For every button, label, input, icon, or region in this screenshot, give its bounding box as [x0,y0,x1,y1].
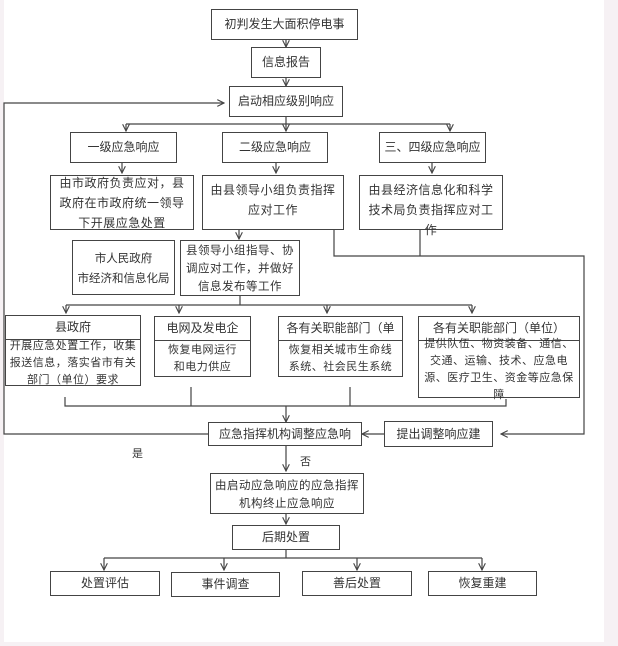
node-dept1-header: 各有关职能部门（单 [279,317,402,341]
node-activate-text: 启动相应级别响应 [237,94,334,108]
line-yes-loop [3,103,224,435]
node-county-gov-body: 开展应急处置工作，收集报送信息，落实省市有关部门（单位）要求 [6,338,140,386]
node-start-text: 初判发生大面积停电事 [224,17,345,31]
node-investigate: 事件调查 [171,572,280,597]
node-level34-desc-text: 由县经济信息化和科学技术局负责指挥应对工作 [368,183,494,237]
node-dept1-body-text: 恢复相关城市生命线系统、社会民生系统 [288,343,393,373]
line-rail-right [333,230,585,434]
node-county-group-text: 县领导小组指导、协调应对工作，并做好信息发布等工作 [186,243,294,293]
node-terminate: 由启动应急响应的应急指挥机构终止应急响应 [210,473,364,514]
node-grid-body: 恢复电网运行和电力供应 [155,340,250,376]
node-propose-text: 提出调整响应建 [396,426,481,441]
node-level1: 一级应急响应 [70,132,177,163]
node-adjust-text: 应急指挥机构调整应急响 [218,426,351,441]
node-level1-text: 一级应急响应 [87,140,160,154]
node-rebuild-text: 恢复重建 [458,576,507,590]
node-city-gov-text: 市人民政府 市经济和信息化局 [77,250,170,285]
node-level34-desc: 由县经济信息化和科学技术局负责指挥应对工作 [359,175,503,237]
node-dept1-body: 恢复相关城市生命线系统、社会民生系统 [279,340,402,376]
node-county-group: 县领导小组指导、协调应对工作，并做好信息发布等工作 [180,240,300,296]
node-grid-body-text: 恢复电网运行和电力供应 [168,343,237,373]
node-activate: 启动相应级别响应 [229,86,343,117]
node-level2-text: 二级应急响应 [238,140,311,154]
node-level34: 三、四级应急响应 [379,132,486,163]
node-dept2-body-text: 提供队伍、物资装备、通信、交通、运输、技术、应急电源、医疗卫生、资金等应急保障 [424,336,574,401]
label-yes: 是 [132,447,143,460]
node-aftermath: 后期处置 [232,525,340,550]
node-level34-text: 三、四级应急响应 [384,140,481,154]
node-dept2-body: 提供队伍、物资装备、通信、交通、运输、技术、应急电源、医疗卫生、资金等应急保障 [419,337,579,401]
node-report: 信息报告 [251,47,321,78]
node-level1-desc: 由市政府负责应对，县政府在市政府统一领导下开展应急处置 [50,175,194,230]
node-county-gov: 县政府 开展应急处置工作，收集报送信息，落实省市有关部门（单位）要求 [5,315,141,386]
node-eval: 处置评估 [50,571,160,596]
label-no: 否 [300,455,311,468]
node-county-gov-header: 县政府 [6,316,140,340]
node-dept2-header: 各有关职能部门（单位） [419,317,579,341]
node-level2: 二级应急响应 [222,132,328,163]
node-level2-desc-text: 由县领导小组负责指挥应对工作 [210,183,336,217]
node-dept2: 各有关职能部门（单位） 提供队伍、物资装备、通信、交通、运输、技术、应急电源、医… [418,316,580,401]
node-report-text: 信息报告 [261,55,310,69]
node-city-gov: 市人民政府 市经济和信息化局 [72,240,175,295]
node-grid-title: 电网及发电企 [166,321,239,335]
node-dept1: 各有关职能部门（单 恢复相关城市生命线系统、社会民生系统 [278,316,403,377]
node-terminate-text: 由启动应急响应的应急指挥机构终止应急响应 [215,477,359,510]
node-grid-header: 电网及发电企 [155,317,250,341]
node-adjust: 应急指挥机构调整应急响 [208,422,362,446]
node-aftermath-text: 后期处置 [261,530,310,544]
node-propose: 提出调整响应建 [384,421,493,447]
node-rehab-text: 善后处置 [332,576,381,590]
node-dept1-title: 各有关职能部门（单 [286,321,395,335]
node-rehab: 善后处置 [302,571,412,596]
node-eval-text: 处置评估 [80,576,129,590]
node-investigate-text: 事件调查 [201,577,250,591]
node-start: 初判发生大面积停电事 [211,9,358,40]
node-level1-desc-text: 由市政府负责应对，县政府在市政府统一领导下开展应急处置 [59,175,185,230]
node-county-gov-title: 县政府 [54,320,91,334]
node-level2-desc: 由县领导小组负责指挥应对工作 [202,175,344,230]
node-dept2-title: 各有关职能部门（单位） [432,321,565,335]
node-rebuild: 恢复重建 [428,571,537,596]
node-county-gov-body-text: 开展应急处置工作，收集报送信息，落实省市有关部门（单位）要求 [9,338,137,386]
node-grid: 电网及发电企 恢复电网运行和电力供应 [154,316,251,377]
